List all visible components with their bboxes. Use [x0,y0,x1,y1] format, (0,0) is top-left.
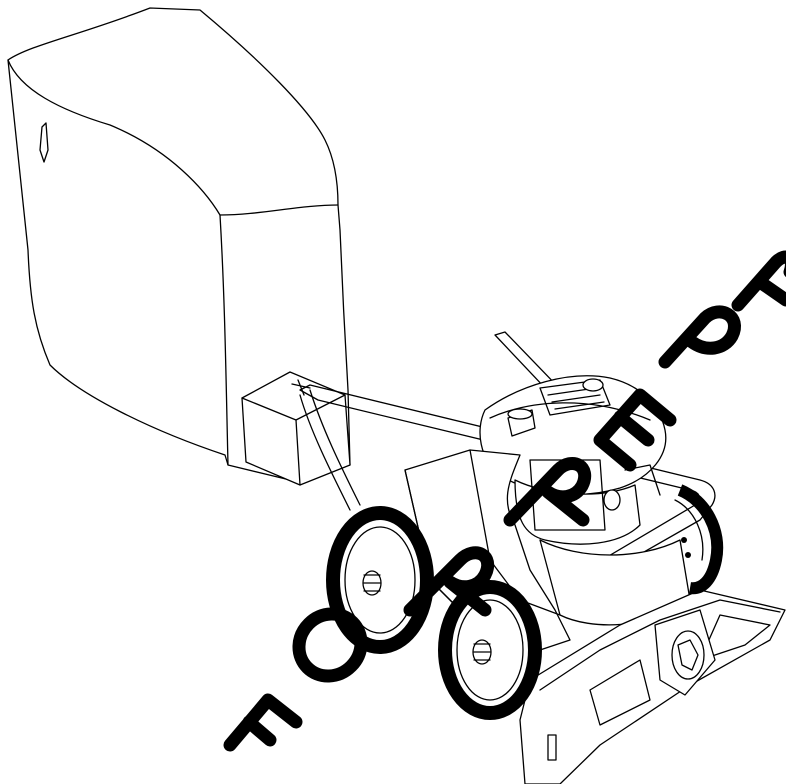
rear-right-wheel [674,484,724,595]
front-left-wheel [438,580,542,720]
rear-left-wheel [326,506,434,654]
collection-bag [7,7,351,486]
front-nozzle [519,589,786,784]
watermark [223,250,786,752]
